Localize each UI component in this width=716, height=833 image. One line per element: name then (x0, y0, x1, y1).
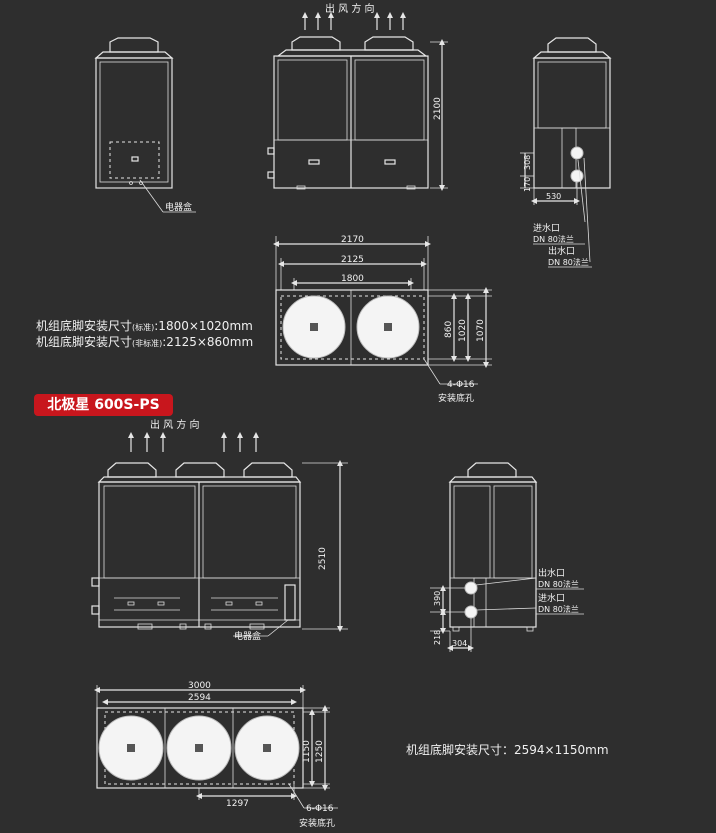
top-water-in-label: 进水口 (533, 222, 560, 234)
top-left-side-view: 电器盒 (94, 37, 196, 213)
bottom-plan-side-dim-1: 1150 (302, 740, 312, 763)
bottom-water-out-spec: DN 80法兰 (538, 579, 579, 589)
bottom-plan-dim-2: 2594 (188, 693, 211, 703)
footprint-non-label: 机组底脚安装尺寸 (36, 335, 133, 349)
bottom-plan-dim-1: 3000 (188, 681, 211, 691)
bottom-side-dim-a: 390 (433, 591, 442, 606)
model-badge: 北极星 600S-PS (34, 394, 173, 416)
top-water-out-spec: DN 80法兰 (548, 257, 589, 267)
bottom-footprint: 机组底脚安装尺寸：2594×1150mm (406, 743, 609, 757)
bottom-hole-x-dim: 1297 (226, 799, 249, 809)
top-hole-label: 4-Φ16 (447, 380, 475, 390)
bottom-electric-box-label: 电器盒 (234, 630, 261, 642)
footprint-std-value: :1800×1020mm (154, 319, 253, 333)
bottom-side-view: 出水口 DN 80法兰 进水口 DN 80法兰 390 218 304 (430, 462, 584, 652)
bottom-plan-side-dim-2: 1250 (315, 740, 325, 763)
bottom-hole-caption: 安装底孔 (299, 817, 335, 829)
top-plan-side-dim-1: 860 (444, 321, 454, 338)
top-plan-side-dim-3: 1070 (476, 319, 486, 342)
bottom-height-dim: 2510 (318, 547, 328, 570)
top-footprint-nonstandard: 机组底脚安装尺寸(非标准):2125×860mm (36, 333, 253, 350)
top-airflow-label: 出 风 方 向 (325, 2, 375, 15)
top-plan-dim-3: 1800 (341, 274, 364, 284)
top-right-side-view: 308 170 530 进水口 DN 80法兰 出水口 DN 80法兰 (520, 37, 612, 268)
bottom-water-in-spec: DN 80法兰 (538, 604, 579, 614)
top-hole-caption: 安装底孔 (438, 392, 474, 404)
top-water-out-label: 出水口 (548, 245, 575, 257)
bottom-water-out-label: 出水口 (538, 567, 565, 579)
top-side-dim-b: 170 (523, 177, 532, 192)
top-plan-dim-1: 2170 (341, 235, 364, 245)
top-side-width-dim: 530 (546, 192, 561, 201)
bottom-plan-view: 3000 2594 1150 1250 1297 6-Φ16 安装底孔 (94, 681, 338, 829)
footprint-non-note: (非标准) (132, 339, 163, 348)
footprint-std-note: (标准) (132, 323, 155, 332)
top-plan-side-dim-2: 1020 (458, 319, 468, 342)
top-side-dim-a: 308 (523, 155, 532, 170)
bottom-airflow-label: 出 风 方 向 (150, 418, 200, 431)
top-footprint-standard: 机组底脚安装尺寸(标准):1800×1020mm (36, 317, 253, 334)
top-height-dim: 2100 (433, 97, 443, 120)
footprint-std-label: 机组底脚安装尺寸 (36, 319, 133, 333)
bottom-side-width-dim: 304 (452, 639, 467, 648)
top-electric-box-label: 电器盒 (165, 201, 192, 213)
top-front-view: 出 风 方 向 2100 (267, 2, 448, 191)
bottom-side-dim-b: 218 (433, 630, 442, 645)
bottom-hole-label: 6-Φ16 (306, 804, 334, 814)
bottom-water-in-label: 进水口 (538, 592, 565, 604)
top-plan-dim-2: 2125 (341, 255, 364, 265)
bottom-front-view: 出 风 方 向 电器盒 (91, 418, 348, 642)
footprint-non-value: :2125×860mm (162, 335, 254, 349)
top-plan-view: 2170 2125 1800 860 1020 1070 4-Φ16 安装底孔 (273, 235, 492, 404)
top-water-in-spec: DN 80法兰 (533, 234, 574, 244)
